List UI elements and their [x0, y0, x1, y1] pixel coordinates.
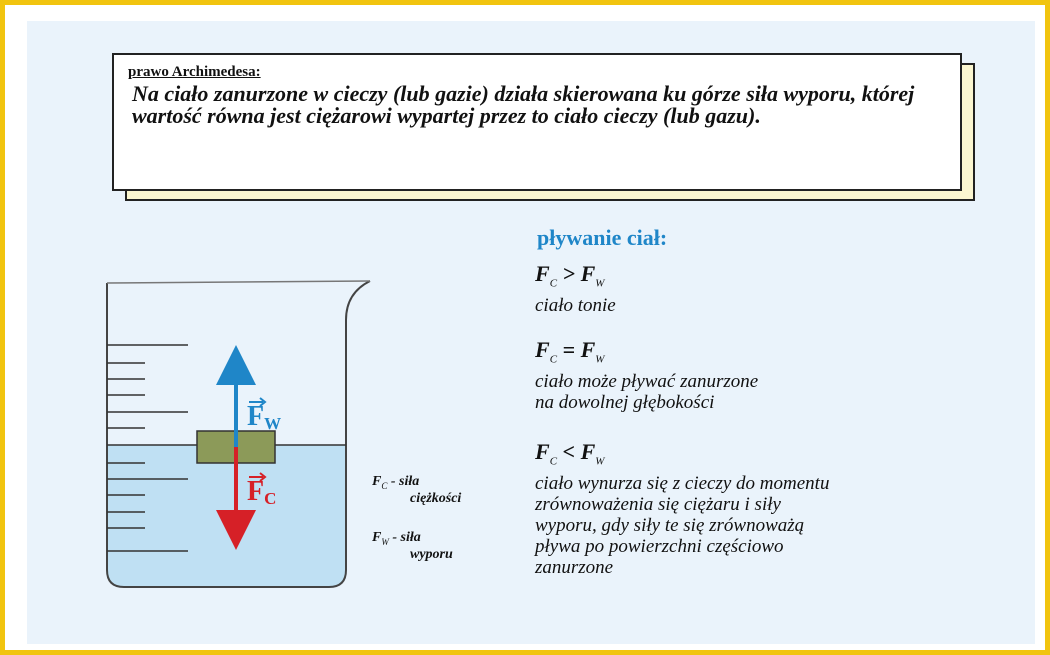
case-emerges-desc-line: pływa po powierzchni częściowo: [535, 536, 829, 557]
beaker-diagram: FW FC: [100, 275, 380, 595]
case-floats-submerged: FC = FW ciało może pływać zanurzone na d…: [535, 338, 758, 413]
beaker-rim: [107, 281, 370, 283]
case-sinks-desc: ciało tonie: [535, 295, 616, 316]
legend-fc: FC - siła ciężkości: [372, 474, 461, 507]
law-text: Na ciało zanurzone w cieczy (lub gazie) …: [132, 83, 952, 127]
legend-fw: FW - siła wyporu: [372, 530, 453, 563]
legend-fc-line2: ciężkości: [372, 491, 461, 507]
law-title: prawo Archimedesa:: [128, 64, 261, 81]
floating-heading: pływanie ciał:: [537, 225, 667, 251]
law-box: prawo Archimedesa: Na ciało zanurzone w …: [112, 53, 962, 191]
legend-fw-line2: wyporu: [372, 547, 453, 563]
case-floats-submerged-formula: FC = FW: [535, 338, 758, 371]
water: [107, 445, 346, 587]
case-emerges: FC < FW ciało wynurza się z cieczy do mo…: [535, 440, 829, 578]
case-emerges-desc-line: ciało wynurza się z cieczy do momentu: [535, 473, 829, 494]
fw-label: FW: [247, 401, 281, 433]
case-floats-submerged-desc-line: ciało może pływać zanurzone: [535, 371, 758, 392]
case-floats-submerged-desc-line: na dowolnej głębokości: [535, 392, 758, 413]
case-emerges-formula: FC < FW: [535, 440, 829, 473]
case-emerges-desc-line: wyporu, gdy siły te się zrównoważą: [535, 515, 829, 536]
case-emerges-desc-line: zanurzone: [535, 557, 829, 578]
case-sinks: FC > FW ciało tonie: [535, 262, 616, 316]
case-sinks-formula: FC > FW: [535, 262, 616, 295]
case-emerges-desc-line: zrównoważenia się ciężaru i siły: [535, 494, 829, 515]
